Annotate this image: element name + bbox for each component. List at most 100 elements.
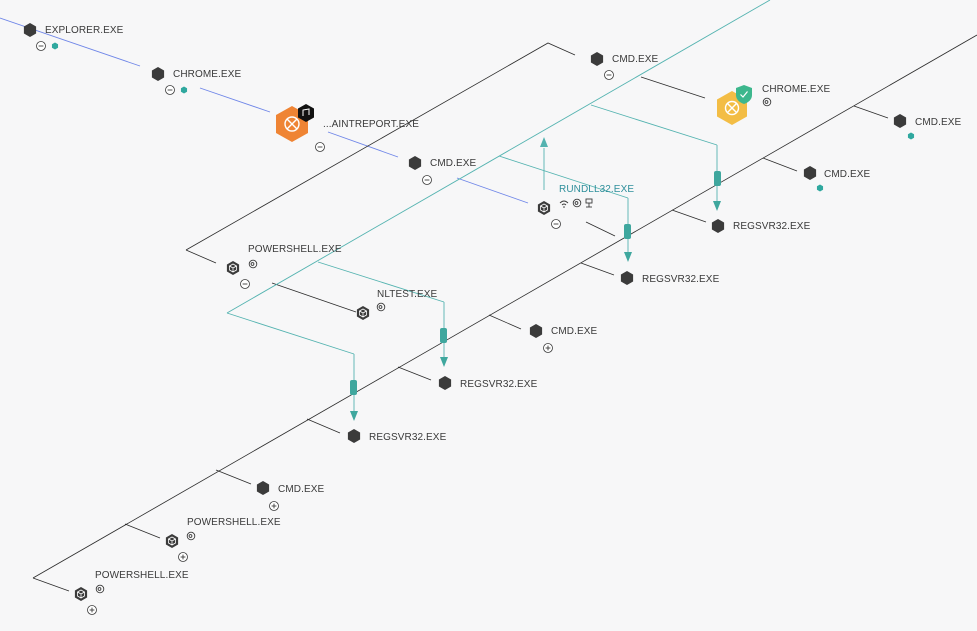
connector-pill	[350, 380, 357, 395]
tree-branch	[580, 262, 615, 276]
cube-process-icon	[537, 201, 551, 215]
expand-dot-icon[interactable]	[816, 184, 824, 192]
expand-button[interactable]	[178, 552, 188, 562]
process-node-powershell[interactable]: POWERSHELL.EXE	[226, 244, 342, 289]
verified-shield-icon	[736, 85, 752, 104]
process-node-cmd[interactable]: CMD.EXE	[256, 481, 325, 511]
arrow-down-icon	[713, 201, 721, 211]
process-label: EXPLORER.EXE	[45, 25, 124, 36]
process-label: POWERSHELL.EXE	[187, 517, 281, 528]
arrow-up-icon	[540, 137, 548, 147]
process-node-regsvr32[interactable]: REGSVR32.EXE	[438, 376, 538, 390]
process-node-rundll32[interactable]: RUNDLL32.EXE	[537, 184, 634, 229]
process-node-cmd[interactable]: CMD.EXE	[893, 114, 962, 140]
process-node-paintreport[interactable]: ...AINTREPORT.EXE	[276, 104, 419, 152]
process-label: CHROME.EXE	[762, 84, 830, 95]
file-scan-icon	[376, 302, 386, 312]
tree-rail-bottom	[32, 34, 977, 579]
process-tree-edges	[0, 0, 977, 592]
expand-button[interactable]	[87, 605, 97, 615]
tree-branch	[185, 249, 217, 264]
tree-branch	[671, 209, 707, 223]
hexagon-process-icon	[620, 271, 634, 285]
process-label: CMD.EXE	[612, 54, 658, 65]
cube-process-icon	[165, 534, 179, 548]
hexagon-process-icon	[711, 219, 725, 233]
expand-button[interactable]	[543, 343, 553, 353]
hexagon-process-icon	[590, 52, 604, 66]
process-node-regsvr32[interactable]: REGSVR32.EXE	[711, 219, 811, 233]
expand-dot-icon[interactable]	[51, 42, 59, 50]
process-label: ...AINTREPORT.EXE	[323, 119, 419, 130]
chain-edge	[199, 87, 271, 113]
network-icon	[559, 200, 569, 208]
hexagon-process-icon	[893, 114, 907, 128]
arrow-down-icon	[440, 357, 448, 367]
chain-edge	[456, 177, 529, 204]
process-node-nltest[interactable]: NLTEST.EXE	[356, 289, 438, 320]
process-label: CMD.EXE	[278, 484, 324, 495]
tree-rail-main	[185, 42, 576, 251]
file-scan-icon	[762, 97, 772, 107]
tree-branch	[853, 105, 889, 119]
connector-pill	[624, 224, 631, 239]
chain-edge	[0, 17, 141, 67]
process-node-powershell[interactable]: POWERSHELL.EXE	[165, 517, 281, 562]
expand-dot-icon[interactable]	[180, 86, 188, 94]
collapse-button[interactable]	[315, 142, 325, 152]
lateral-link	[317, 261, 445, 303]
chain-edge	[327, 131, 399, 158]
process-label: REGSVR32.EXE	[460, 379, 538, 390]
process-node-regsvr32[interactable]: REGSVR32.EXE	[347, 429, 447, 443]
process-node-cmd[interactable]: CMD.EXE	[803, 166, 871, 192]
collapse-button[interactable]	[422, 175, 432, 185]
process-label: REGSVR32.EXE	[642, 274, 720, 285]
collapse-button[interactable]	[240, 279, 250, 289]
process-label: CMD.EXE	[915, 117, 961, 128]
arrow-down-icon	[350, 411, 358, 421]
process-node-cmd[interactable]: CMD.EXE	[408, 156, 477, 185]
expand-dot-icon[interactable]	[907, 132, 915, 140]
collapse-button[interactable]	[604, 70, 614, 80]
process-node-cmd[interactable]: CMD.EXE	[529, 324, 598, 353]
cube-process-icon	[74, 587, 88, 601]
lateral-link	[226, 312, 355, 355]
process-node-regsvr32[interactable]: REGSVR32.EXE	[620, 271, 720, 285]
process-label: CMD.EXE	[551, 326, 597, 337]
tree-branch	[762, 157, 798, 172]
process-node-powershell[interactable]: POWERSHELL.EXE	[74, 570, 189, 615]
process-node-explorer[interactable]: EXPLORER.EXE	[23, 23, 124, 51]
expand-button[interactable]	[269, 501, 279, 511]
lateral-rail	[226, 0, 771, 314]
process-node-chrome-verified[interactable]: CHROME.EXE	[717, 84, 830, 125]
process-label: RUNDLL32.EXE	[559, 184, 634, 195]
registry-icon	[585, 198, 593, 208]
cube-process-icon	[356, 306, 370, 320]
process-label: CHROME.EXE	[173, 69, 241, 80]
hexagon-process-icon	[438, 376, 452, 390]
collapse-button[interactable]	[36, 41, 46, 51]
tree-branch	[397, 366, 432, 381]
process-node-chrome[interactable]: CHROME.EXE	[151, 67, 242, 95]
cube-process-icon	[226, 261, 240, 275]
file-scan-icon	[572, 198, 582, 208]
process-node-cmd[interactable]: CMD.EXE	[590, 52, 659, 80]
lateral-link	[590, 104, 718, 146]
hexagon-process-icon	[408, 156, 422, 170]
process-label: REGSVR32.EXE	[733, 221, 811, 232]
collapse-button[interactable]	[165, 85, 175, 95]
file-scan-icon	[95, 584, 105, 594]
connector-pill	[440, 328, 447, 343]
hexagon-process-icon	[256, 481, 270, 495]
file-scan-icon	[186, 531, 196, 541]
hexagon-process-icon	[151, 67, 165, 81]
tree-branch	[271, 282, 357, 313]
hexagon-process-icon	[803, 166, 817, 180]
tree-branch	[32, 577, 70, 592]
hexagon-process-icon	[529, 324, 543, 338]
process-label: CMD.EXE	[824, 169, 870, 180]
collapse-button[interactable]	[551, 219, 561, 229]
tree-branch	[488, 314, 522, 330]
file-scan-icon	[248, 259, 258, 269]
